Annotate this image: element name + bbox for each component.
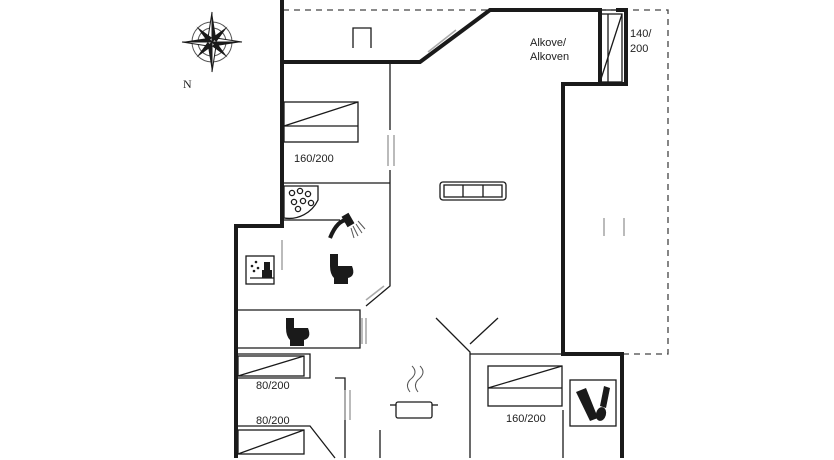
single-bed	[237, 355, 305, 377]
double-bed	[487, 365, 563, 407]
compass-icon	[181, 11, 243, 73]
bunk-1-bed-label: 80/200	[256, 380, 290, 392]
bedroom-top: 160/200	[283, 101, 359, 165]
alcove-bed	[599, 13, 623, 83]
shower-icon	[328, 212, 366, 239]
bunk-2-bed-label: 80/200	[256, 415, 290, 427]
bed-size-label: 160/200	[294, 153, 334, 165]
alcove-label-1: Alkove/	[530, 37, 567, 49]
single-bed	[237, 429, 305, 455]
door-openings	[281, 29, 625, 420]
alcove-bed-size-2: 200	[630, 43, 648, 55]
utility-icon	[569, 379, 617, 427]
double-bed	[283, 101, 359, 143]
stove-icon	[390, 365, 438, 419]
bedroom-bottom: 160/200	[487, 365, 563, 425]
toilet-icon	[286, 318, 310, 346]
north-label: N	[183, 77, 192, 91]
alcove-label-2: Alkoven	[530, 51, 569, 63]
bunk-room-2: 80/200	[237, 415, 305, 455]
terrace-boundary	[283, 9, 669, 355]
walls	[234, 0, 628, 459]
sauna-icon	[245, 255, 275, 285]
sofa-icon	[439, 181, 507, 201]
bunk-room-1: 80/200	[237, 355, 305, 392]
whirlpool-icon	[283, 185, 319, 220]
alcove-bed-size-1: 140/	[630, 28, 652, 40]
alcove: Alkove/ Alkoven 140/ 200	[530, 13, 652, 83]
fireplace-icon	[352, 27, 372, 48]
bed-size-label: 160/200	[506, 413, 546, 425]
toilet-icon	[330, 254, 354, 284]
